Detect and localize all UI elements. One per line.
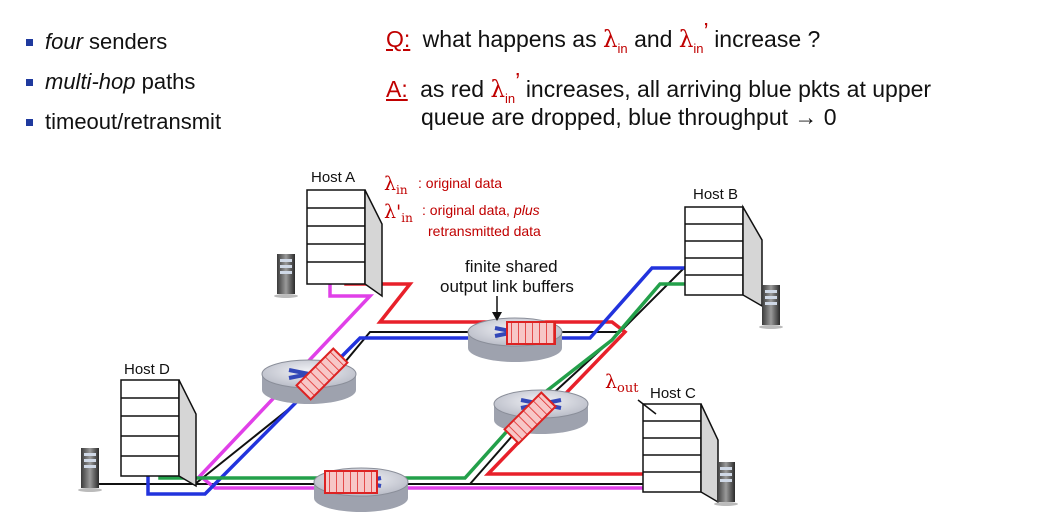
answer-text-1: as red [420,76,485,102]
lambda-in-subscript: in [396,183,408,197]
host-d-table [120,379,197,488]
host-d-label: Host D [124,361,170,378]
router-icon [493,389,589,445]
flow-blue [146,216,707,496]
bullet-emphasis: multi-hop [45,69,136,94]
host-a-table [306,189,383,298]
lambda-prime-text: : original data, [422,202,510,218]
lambda-in-prime-symbol: λ [490,77,506,103]
bullet-text: timeout/retransmit [45,109,222,134]
lambda-in-symbol: λ [384,173,396,195]
host-a-label: Host A [311,169,355,186]
lambda-in-prime-symbol: λ [678,27,694,53]
question-text-1: what happens as [422,26,597,52]
answer-text-2: increases, all arriving blue pkts at upp… [525,76,932,102]
bullet-emphasis: four [45,29,83,54]
host-c-label: Host C [650,385,696,402]
router-icon [467,317,563,362]
lambda-in-symbol: λ [602,27,618,53]
bullet-marker [26,78,33,86]
question-and: and [634,26,673,52]
prime-mark: ’ [515,68,520,94]
lambda-prime-label: λ'in [384,201,413,225]
retransmitted-label: retransmitted data [428,223,541,239]
flow-green [158,226,724,480]
question-tag: Q: [386,26,411,52]
lambda-in-label: λin [384,173,408,197]
lambda-in-prime-subscript: in [505,91,516,106]
lambda-in-prime-subscript: in [693,41,704,56]
router-icon [313,467,409,512]
lambda-in-subscript: in [617,41,628,56]
buffer-label-line2: output link buffers [440,277,574,296]
answer-tag: A: [386,76,408,102]
bullet-item: four senders [26,22,221,62]
bullet-marker [26,118,33,126]
host-b-label: Host B [693,186,738,203]
bullet-item: timeout/retransmit [26,102,221,142]
plus-word: plus [513,202,540,218]
buffer-pointer-head [492,312,502,321]
answer-line: A: as red λin’ increases, all arriving b… [386,68,932,106]
lambda-prime-description: : original data,plus [422,202,540,218]
question-line: Q: what happens as λin and λin’ increase… [386,18,821,56]
router-icon [261,347,357,404]
lambda-out-symbol: λ [605,371,617,393]
host-b-table [684,204,763,308]
buffer-label-line1: finite shared [465,257,558,276]
lambda-out-subscript: out [617,381,639,396]
server-icon [78,448,102,492]
lambda-out-label: λout [605,371,639,396]
host-c-table [642,403,719,504]
lambda-out-pointer [637,399,657,415]
server-icon [759,285,783,329]
bullet-text: senders [82,29,168,54]
bullet-list: four senders multi-hop paths timeout/ret… [26,22,221,142]
answer-line-2: queue are dropped, blue throughput → 0 [421,104,837,130]
lambda-prime-subscript: in [401,211,413,225]
lambda-in-description: : original data [418,175,502,191]
lambda-prime-symbol: λ' [384,201,401,223]
bullet-item: multi-hop paths [26,62,221,102]
question-text-2: increase ? [714,26,821,52]
server-icon [714,462,738,506]
bullet-text: paths [135,69,196,94]
prime-mark: ’ [703,18,708,44]
bullet-marker [26,38,33,46]
server-icon [274,254,298,298]
